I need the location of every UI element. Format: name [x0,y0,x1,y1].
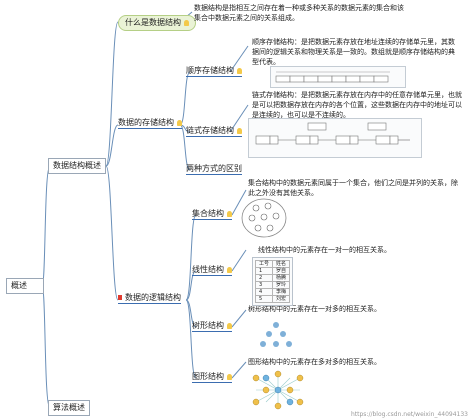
table-cell: 刘宏 [272,295,291,303]
tree-structure-node[interactable]: 树形结构 [192,321,232,332]
table-row: 4 李梅 [254,288,291,296]
table-cell: 4 [254,288,274,296]
linear-structure-node[interactable]: 线性结构 [192,265,232,276]
what-is-ds-description: 数据结构是指相互之间存在着一种或多种关系的数据元素的集合和该集合中数据元素之间的… [194,4,404,22]
what-is-ds-label: 什么是数据结构 [125,18,181,27]
linked-storage-label: 链式存储结构 [186,126,234,135]
connector-root-to-ds [41,165,51,287]
lightbulb-icon [227,373,232,380]
tree-structure-label: 树形结构 [192,321,224,330]
logical-structure-node[interactable]: 数据的逻辑结构 [118,293,181,304]
lightbulb-icon [227,266,232,273]
table-cell: 5 [254,295,274,303]
set-structure-node[interactable]: 集合结构 [192,209,232,220]
set-structure-label: 集合结构 [192,209,224,218]
connector-ds-to-logical [105,165,119,301]
algorithm-overview-node[interactable]: 算法概述 [48,400,90,416]
table-cell: 罗自 [272,267,291,275]
lightbulb-icon [177,119,182,126]
connector-ds-to-storage [105,124,119,167]
table-cell: 杨腾 [272,274,291,282]
set-description: 集合结构中的数据元素同属于一个集合，他们之间是并列的关系，除此之外没有其他关系。 [248,179,458,197]
flag-icon [118,295,122,300]
linked-storage-image [248,118,422,158]
set-structure-image [241,198,287,238]
table-row: 2 杨腾 [254,274,291,282]
table-row: 1 罗自 [254,267,291,275]
connector-ds-to-what [105,21,119,167]
connector-linear-to-desc [231,249,247,272]
connector-tree-to-desc [231,309,247,328]
ds-overview-label: 数据结构概述 [53,161,101,170]
connector-seq-to-desc [229,45,249,73]
algorithm-overview-label: 算法概述 [53,403,85,412]
connector-graph-to-desc [231,361,247,379]
lightbulb-icon [227,322,232,329]
linked-description: 链式存储结构：是把数据元素存放在内存中的任意存储单元里，也就是可以把数据存放在内… [252,91,462,119]
linear-structure-table: 工号 姓名 1 罗自 2 杨腾 3 罗玲 4 李梅 5 刘宏 [254,260,291,303]
tree-structure-image [260,322,292,347]
graph-structure-image [252,370,304,410]
connector-linked-to-desc [229,104,249,133]
table-row: 5 刘宏 [254,295,291,303]
lightbulb-icon [237,127,242,134]
root-label: 概述 [11,281,27,290]
connector-root-to-algo [41,285,51,409]
ds-overview-node[interactable]: 数据结构概述 [48,158,106,174]
connector-logical-to-graph [185,299,197,379]
storage-structure-label: 数据的存储结构 [118,118,174,127]
logical-structure-label: 数据的逻辑结构 [125,293,181,302]
graph-description: 图形结构中的元素存在多对多的相互关系。 [248,358,381,366]
linked-storage-node[interactable]: 链式存储结构 [186,126,242,137]
table-header-row: 工号 姓名 [254,260,291,268]
sequential-storage-node[interactable]: 顺序存储结构 [186,66,242,77]
difference-label: 两种方式的区别 [186,164,242,173]
difference-node[interactable]: 两种方式的区别 [186,164,242,175]
graph-structure-label: 图形结构 [192,372,224,381]
table-cell: 李梅 [272,288,291,296]
connector-logical-to-set [185,214,197,301]
connector-set-to-desc [231,189,247,216]
root-node[interactable]: 概述 [6,278,44,294]
linear-structure-label: 线性结构 [192,265,224,274]
table-row: 3 罗玲 [254,281,291,289]
lightbulb-icon [227,210,232,217]
connector-logical-to-linear [185,270,197,301]
table-cell: 2 [254,274,274,282]
table-cell: 1 [254,267,274,275]
sequential-storage-label: 顺序存储结构 [186,66,234,75]
table-header-cell: 姓名 [272,260,291,268]
sequential-description: 顺序存储结构：是把数据元素存放在地址连续的存储单元里，其数据间的逻辑关系和物理关… [252,38,455,66]
table-cell: 罗玲 [272,281,291,289]
tree-description: 树形结构中的元素存在一对多的相互关系。 [248,305,381,313]
what-is-ds-node[interactable]: 什么是数据结构 [118,15,196,31]
table-header-cell: 工号 [254,260,274,268]
sequential-storage-image [270,66,406,88]
table-cell: 3 [254,281,274,289]
lightbulb-icon [237,67,242,74]
graph-structure-node[interactable]: 图形结构 [192,372,232,383]
linear-structure-image: 工号 姓名 1 罗自 2 杨腾 3 罗玲 4 李梅 5 刘宏 [252,257,294,306]
watermark-text: https://blog.csdn.net/weixin_44094133 [350,411,468,418]
connector-storage-to-diff [179,124,191,171]
storage-structure-node[interactable]: 数据的存储结构 [118,118,182,129]
linear-description: 线性结构中的元素存在一对一的相互关系。 [258,246,391,254]
lightbulb-icon [184,19,189,26]
